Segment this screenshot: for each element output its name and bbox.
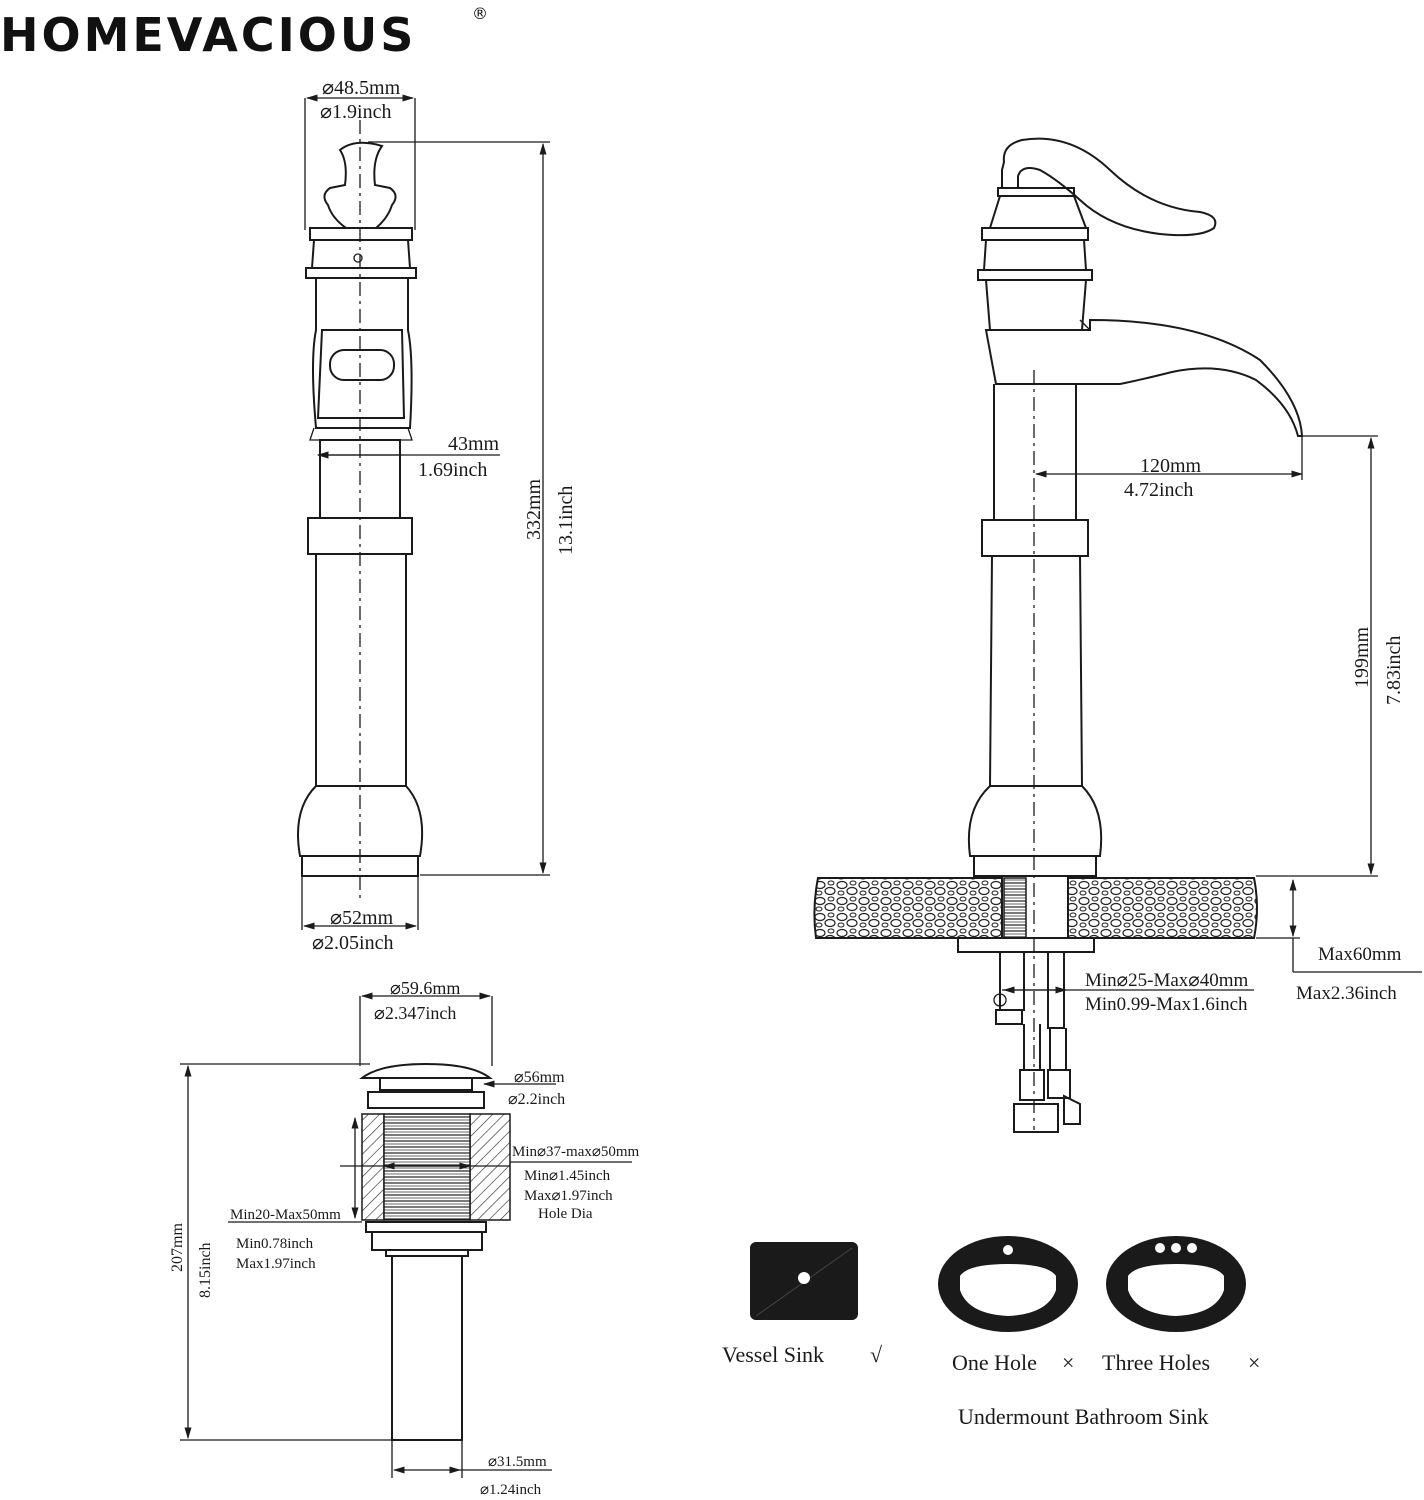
pipe-dia-mm: ⌀31.5mm	[488, 1454, 547, 1470]
pipe-dia-in: ⌀1.24inch	[480, 1482, 542, 1498]
cap-dia-mm: ⌀59.6mm	[390, 978, 460, 998]
brand-logo: HOMEVACIOUS	[0, 12, 416, 58]
vessel-sink-label: Vessel Sink	[722, 1342, 824, 1367]
hole-dia-label: Hole Dia	[538, 1206, 593, 1222]
hole-size-in: Min0.99-Max1.6inch	[1085, 994, 1248, 1015]
top-dia-in: ⌀1.9inch	[320, 101, 391, 123]
cap-dia-in: ⌀2.347inch	[374, 1003, 456, 1023]
spout-height-mm: 199mm	[1351, 626, 1373, 688]
spout-reach-mm: 120mm	[1140, 455, 1202, 477]
flange-dia-in: ⌀2.2inch	[508, 1091, 565, 1108]
pop-up-drain: ⌀59.6mm ⌀2.347inch ⌀56mm ⌀2.2inch Min⌀37…	[169, 978, 640, 1498]
hole-dia-in-max: Max⌀1.97inch	[524, 1188, 613, 1204]
thickness-mm: Min20-Max50mm	[230, 1207, 341, 1223]
height-in: 13.1inch	[555, 486, 577, 555]
vessel-sink-icon	[750, 1242, 858, 1320]
three-holes-label: Three Holes	[1102, 1350, 1210, 1375]
registered-mark: ®	[472, 4, 488, 23]
vessel-check-mark: √	[870, 1342, 883, 1367]
brand-name: HOMEVACIOUS	[0, 8, 417, 62]
hole-dia-in-min: Min⌀1.45inch	[524, 1168, 611, 1184]
hole-dia-mm: Min⌀37-max⌀50mm	[512, 1144, 640, 1160]
one-hole-sink-icon	[938, 1236, 1078, 1332]
one-hole-cross: ×	[1062, 1350, 1074, 1375]
sink-compatibility: Vessel Sink √ One Hole × Three Holes × U…	[722, 1236, 1260, 1429]
drain-height-in: 8.15inch	[197, 1242, 214, 1298]
height-mm: 332mm	[523, 478, 545, 540]
three-holes-sink-icon	[1106, 1236, 1246, 1332]
hole-size-mm: Min⌀25-Max⌀40mm	[1085, 970, 1248, 991]
base-dia-in: ⌀2.05inch	[312, 932, 393, 954]
thickness-in-max: Max1.97inch	[236, 1256, 316, 1272]
flange-dia-mm: ⌀56mm	[514, 1069, 565, 1086]
thickness-in-min: Min0.78inch	[236, 1236, 314, 1252]
undermount-label: Undermount Bathroom Sink	[958, 1404, 1209, 1429]
body-dia-in: 1.69inch	[418, 459, 487, 481]
one-hole-label: One Hole	[952, 1350, 1037, 1375]
deck-thickness-in: Max2.36inch	[1296, 983, 1397, 1004]
base-dia-mm: ⌀52mm	[330, 907, 394, 929]
three-holes-cross: ×	[1248, 1350, 1260, 1375]
spout-height-in: 7.83inch	[1383, 636, 1405, 705]
deck-thickness-mm: Max60mm	[1318, 944, 1402, 965]
drain-height-mm: 207mm	[169, 1223, 186, 1272]
body-dia-mm: 43mm	[448, 433, 500, 455]
faucet-side-view: 120mm 4.72inch 199mm 7.83inch Max60mm Ma…	[813, 137, 1422, 1133]
spout-reach-in: 4.72inch	[1124, 479, 1193, 501]
faucet-front-view: ⌀48.5mm ⌀1.9inch 43mm 1.69inch 332mm 13.…	[297, 77, 577, 954]
top-dia-mm: ⌀48.5mm	[322, 77, 401, 99]
